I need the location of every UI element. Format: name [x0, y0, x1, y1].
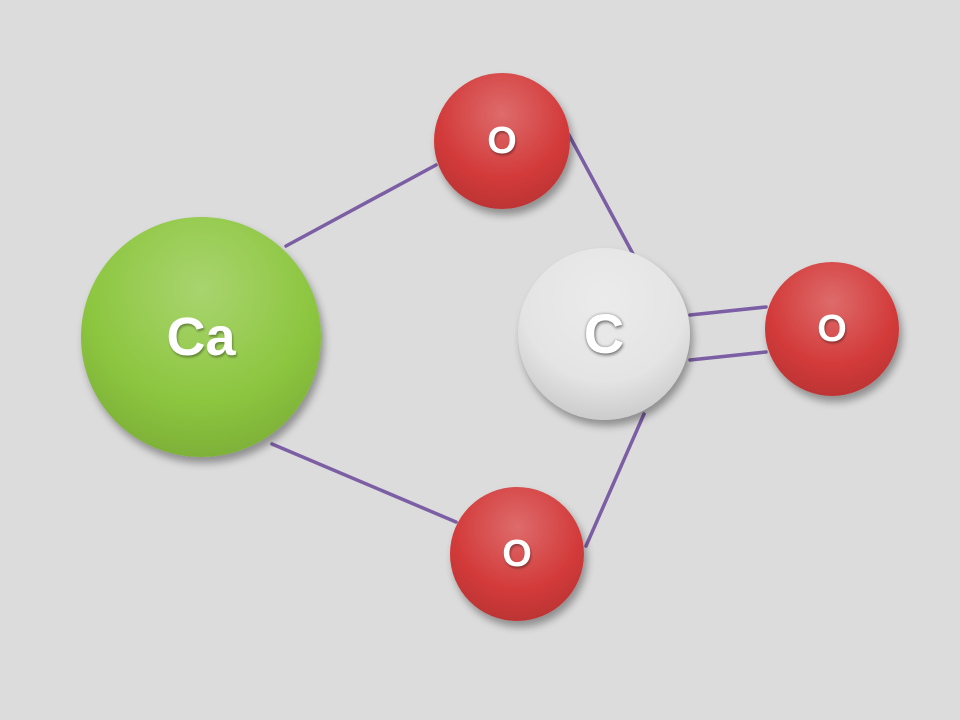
oxygen-atom-bottom: O — [450, 487, 584, 621]
carbon-atom-label: C — [583, 302, 625, 365]
bond-c-o-right-upper — [688, 305, 768, 317]
carbon-atom: C — [518, 248, 690, 420]
oxygen-atom-top-label: O — [487, 120, 517, 162]
calcium-atom: Ca — [81, 217, 321, 457]
oxygen-atom-right-label: O — [817, 308, 847, 350]
oxygen-atom-right: O — [765, 262, 899, 396]
oxygen-atom-bottom-label: O — [502, 533, 532, 575]
oxygen-atom-top: O — [434, 73, 570, 209]
bond-o-top-c — [567, 133, 635, 256]
bond-ca-o-top — [284, 163, 438, 248]
bond-o-bottom-c — [584, 412, 646, 548]
calcium-atom-label: Ca — [166, 307, 236, 367]
bond-c-o-right-lower — [688, 350, 768, 362]
bond-ca-o-bottom — [270, 442, 458, 524]
